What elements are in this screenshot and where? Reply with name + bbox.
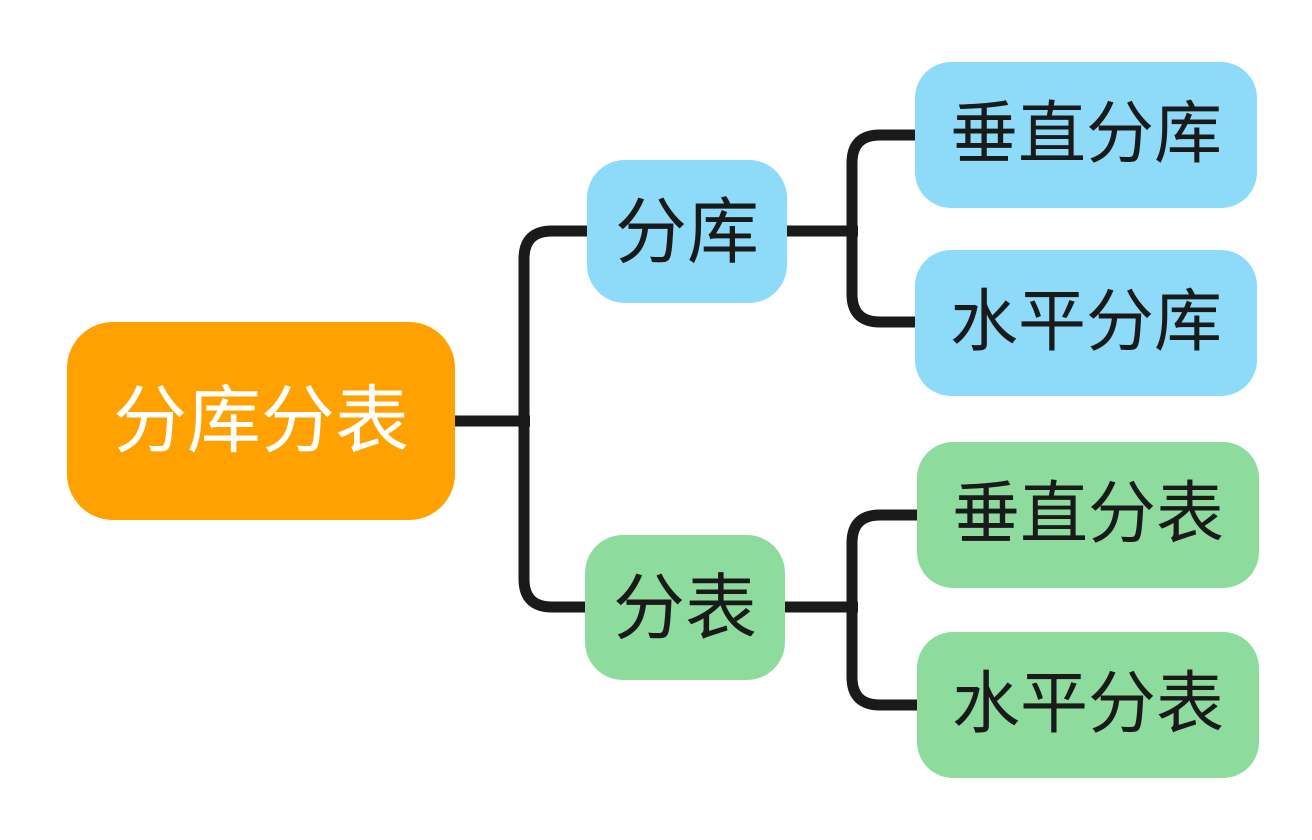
connector-root-branches	[518, 225, 587, 613]
node-db-sharding[interactable]: 分库	[587, 160, 787, 303]
connector-db-branches	[846, 129, 915, 328]
node-table-sharding[interactable]: 分表	[585, 535, 785, 680]
node-vertical-table-sharding[interactable]: 垂直分表	[917, 442, 1259, 588]
connector-table-branches	[846, 509, 917, 711]
node-vertical-db-sharding[interactable]: 垂直分库	[915, 62, 1257, 208]
node-horizontal-db-sharding[interactable]: 水平分库	[915, 250, 1257, 396]
node-sharding-root[interactable]: 分库分表	[67, 322, 455, 520]
node-horizontal-table-sharding[interactable]: 水平分表	[917, 632, 1259, 778]
